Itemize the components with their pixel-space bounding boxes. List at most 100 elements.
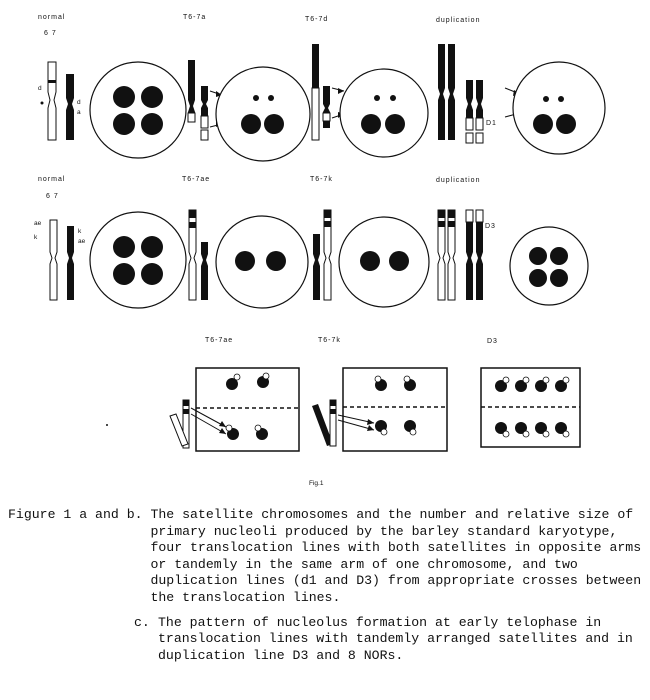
nucleolus xyxy=(235,251,255,271)
nor-site xyxy=(542,430,550,438)
nor-site xyxy=(502,430,510,438)
nor-site xyxy=(562,376,570,384)
satellite-segment xyxy=(187,112,196,123)
label-t6-7ae: T6-7ae xyxy=(182,176,210,183)
nor-site xyxy=(225,424,233,432)
cell-outline xyxy=(195,367,300,452)
label-normal-a: normal xyxy=(38,14,65,21)
label-t6-7a: T6-7a xyxy=(183,14,206,21)
arm-label-d-right: d xyxy=(77,99,81,106)
satellite-segment xyxy=(330,409,336,414)
nucleolus xyxy=(141,113,163,135)
nucleolus xyxy=(550,269,568,287)
nucleolus xyxy=(495,380,507,392)
nor-site xyxy=(542,376,550,384)
nucleolus xyxy=(529,247,547,265)
nor-site xyxy=(380,428,388,436)
label-t6-7k: T6-7k xyxy=(310,176,333,183)
nucleolus xyxy=(141,86,163,108)
arrowhead xyxy=(367,419,374,425)
chrom-numbers-b: 6 7 xyxy=(46,193,59,200)
arrowhead xyxy=(219,428,226,434)
nor-site xyxy=(374,375,382,383)
nucleus-cell-t6-7d xyxy=(339,68,429,158)
cell-outline xyxy=(339,68,429,158)
normal-chromosomes-a: d d a xyxy=(38,61,81,141)
nucleolus xyxy=(360,251,380,271)
satellite-segment xyxy=(438,210,445,218)
nucleolus xyxy=(556,114,576,134)
chromosome xyxy=(448,44,455,140)
cell-outline xyxy=(338,216,430,308)
figure-caption: Figure 1 a and b. The satellite chromoso… xyxy=(8,507,648,664)
nucleolus xyxy=(535,380,547,392)
nucleolus xyxy=(113,263,135,285)
cell-outline xyxy=(512,61,606,155)
label-t6-7d: T6-7d xyxy=(305,16,328,23)
chromosome-7 xyxy=(67,226,74,300)
chromosome xyxy=(437,209,446,301)
nucleolus xyxy=(385,114,405,134)
satellite-segment xyxy=(330,400,336,406)
nor-site xyxy=(262,372,270,380)
nucleolus-small xyxy=(268,95,274,101)
nor-site xyxy=(522,430,530,438)
satellite-segment xyxy=(200,129,209,141)
nucleolus xyxy=(555,380,567,392)
normal-chromosomes-b: ae k k ae xyxy=(34,219,86,301)
nucleolus xyxy=(535,422,547,434)
label-normal-b: normal xyxy=(38,176,65,183)
arm-label-d-left: d xyxy=(38,85,42,92)
chromosome xyxy=(438,44,445,140)
panel-a: normal 6 7 T6-7a T6-7d duplication d d a xyxy=(38,14,606,162)
nor-site xyxy=(254,424,262,432)
cell-outline xyxy=(89,211,187,309)
chromosome-6 xyxy=(49,219,58,301)
chromosome xyxy=(201,242,208,300)
arm-label-k-left: k xyxy=(34,234,38,241)
chromosome xyxy=(329,399,337,447)
t6-7a-chromosomes xyxy=(187,60,223,141)
satellite-segment xyxy=(324,210,331,218)
satellite-segment xyxy=(183,409,189,414)
duplication-d1-chromosomes: D1 xyxy=(438,44,521,144)
nucleolus-small xyxy=(253,95,259,101)
panel-b: normal 6 7 T6-7ae T6-7k duplication ae k… xyxy=(34,176,589,309)
chrom-numbers-a: 6 7 xyxy=(44,30,57,37)
stray-dot xyxy=(106,424,108,426)
label-d3: D3 xyxy=(485,223,496,230)
nor-site xyxy=(409,428,417,436)
nucleolus xyxy=(113,86,135,108)
nor-site xyxy=(562,430,570,438)
label-duplication-b: duplication xyxy=(436,177,480,184)
chromosome xyxy=(323,209,332,301)
chromosome-translocated xyxy=(323,86,330,128)
chromosome-6 xyxy=(47,61,57,141)
satellite-segment xyxy=(322,112,331,122)
nucleolus xyxy=(529,269,547,287)
nucleolus xyxy=(226,378,238,390)
chromosome xyxy=(188,209,197,301)
centromere-dot xyxy=(40,101,44,105)
nucleolus xyxy=(515,422,527,434)
label-d1: D1 xyxy=(486,120,497,127)
cell-outline xyxy=(342,367,448,452)
nucleus-cell-t6-7k xyxy=(338,216,430,308)
nucleus-cell-normal-b xyxy=(89,211,187,309)
nucleus-cell-normal-a xyxy=(89,61,187,159)
chromosome-band xyxy=(48,80,56,83)
nucleolus-small xyxy=(558,96,564,102)
telophase-cell-t6-7ae xyxy=(195,367,300,452)
label-d3-c: D3 xyxy=(487,338,498,345)
t6-7d-chromosomes xyxy=(311,44,345,141)
nucleolus-small xyxy=(390,95,396,101)
satellite-segment xyxy=(465,209,474,223)
chromosome xyxy=(476,210,483,300)
label-t6-7ae-c: T6-7ae xyxy=(205,337,233,344)
cell-outline xyxy=(215,215,309,309)
label-duplication-a: duplication xyxy=(436,17,480,24)
satellite-segment xyxy=(475,132,484,144)
arrow xyxy=(190,407,227,428)
satellite-segment xyxy=(200,115,209,129)
nucleolus-small xyxy=(543,96,549,102)
